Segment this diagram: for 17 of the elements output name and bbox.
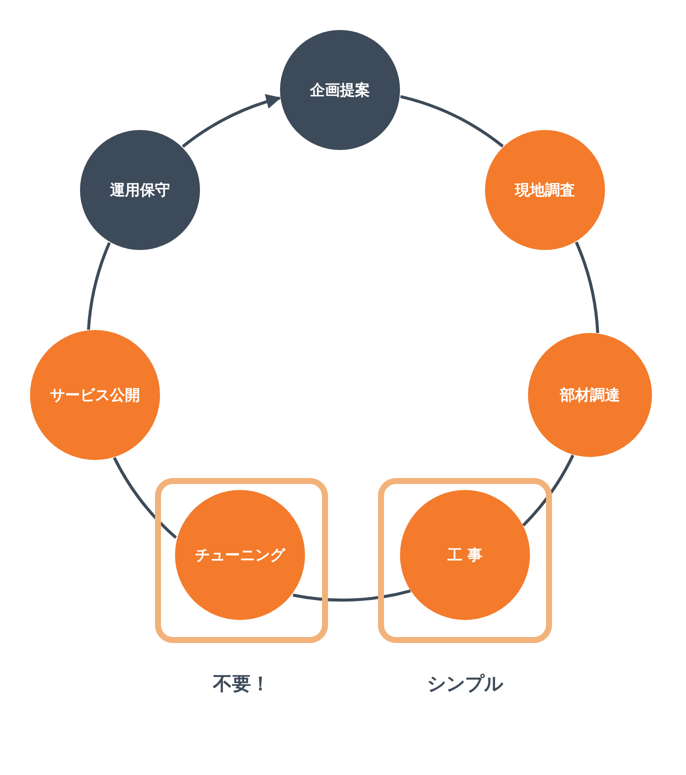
arrow — [182, 94, 282, 148]
highlight-frame — [155, 478, 328, 643]
caption-text: シンプル — [426, 672, 504, 697]
process-circle: サービス公開 — [30, 330, 160, 460]
connector-line — [400, 95, 504, 148]
connector-line — [87, 242, 111, 330]
connector-line — [574, 242, 600, 334]
process-circle: 運用保守 — [80, 130, 200, 250]
connector-line — [522, 454, 574, 526]
process-circle: 現地調査 — [485, 130, 605, 250]
caption-text: 不要！ — [212, 672, 271, 697]
process-circle: 部材調達 — [528, 333, 652, 457]
connector-line — [112, 456, 177, 539]
process-circle: 工 事 — [400, 490, 530, 620]
process-circle: チューニング — [175, 490, 305, 620]
process-circle: 企画提案 — [280, 30, 400, 150]
highlight-frame — [378, 478, 552, 643]
